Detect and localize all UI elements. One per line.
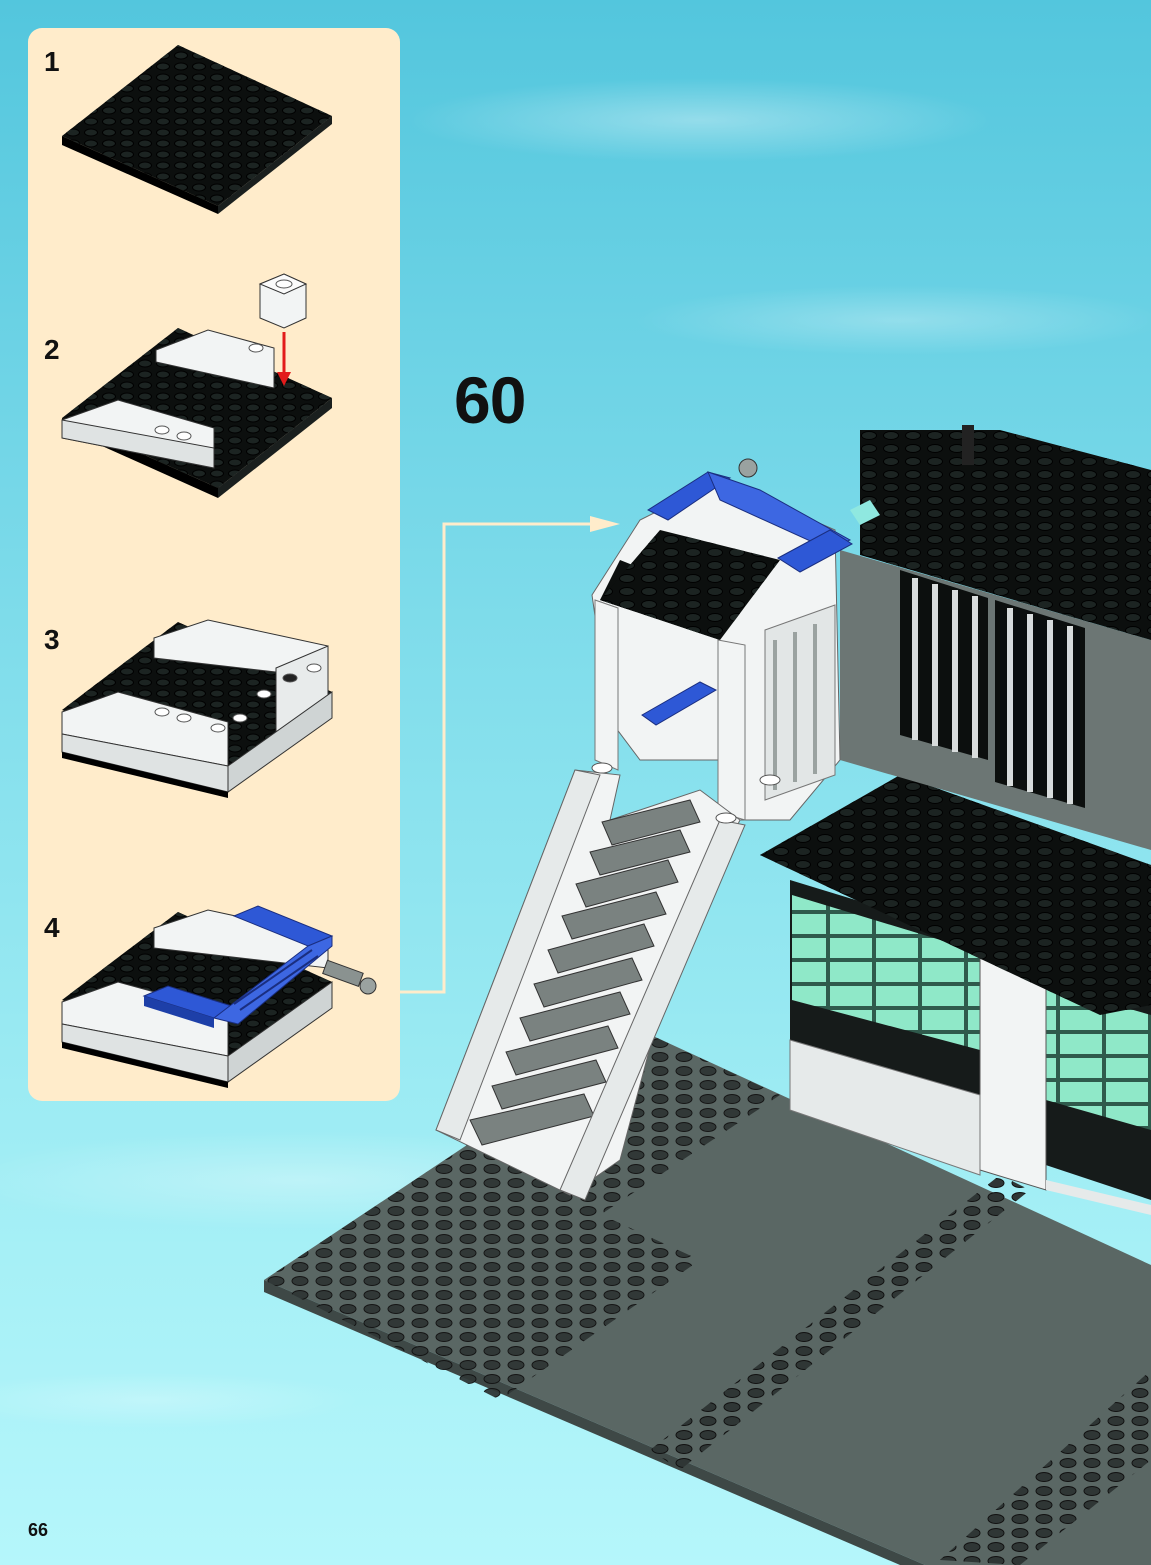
page-number: 66 [28, 1520, 48, 1541]
tower [592, 459, 852, 820]
